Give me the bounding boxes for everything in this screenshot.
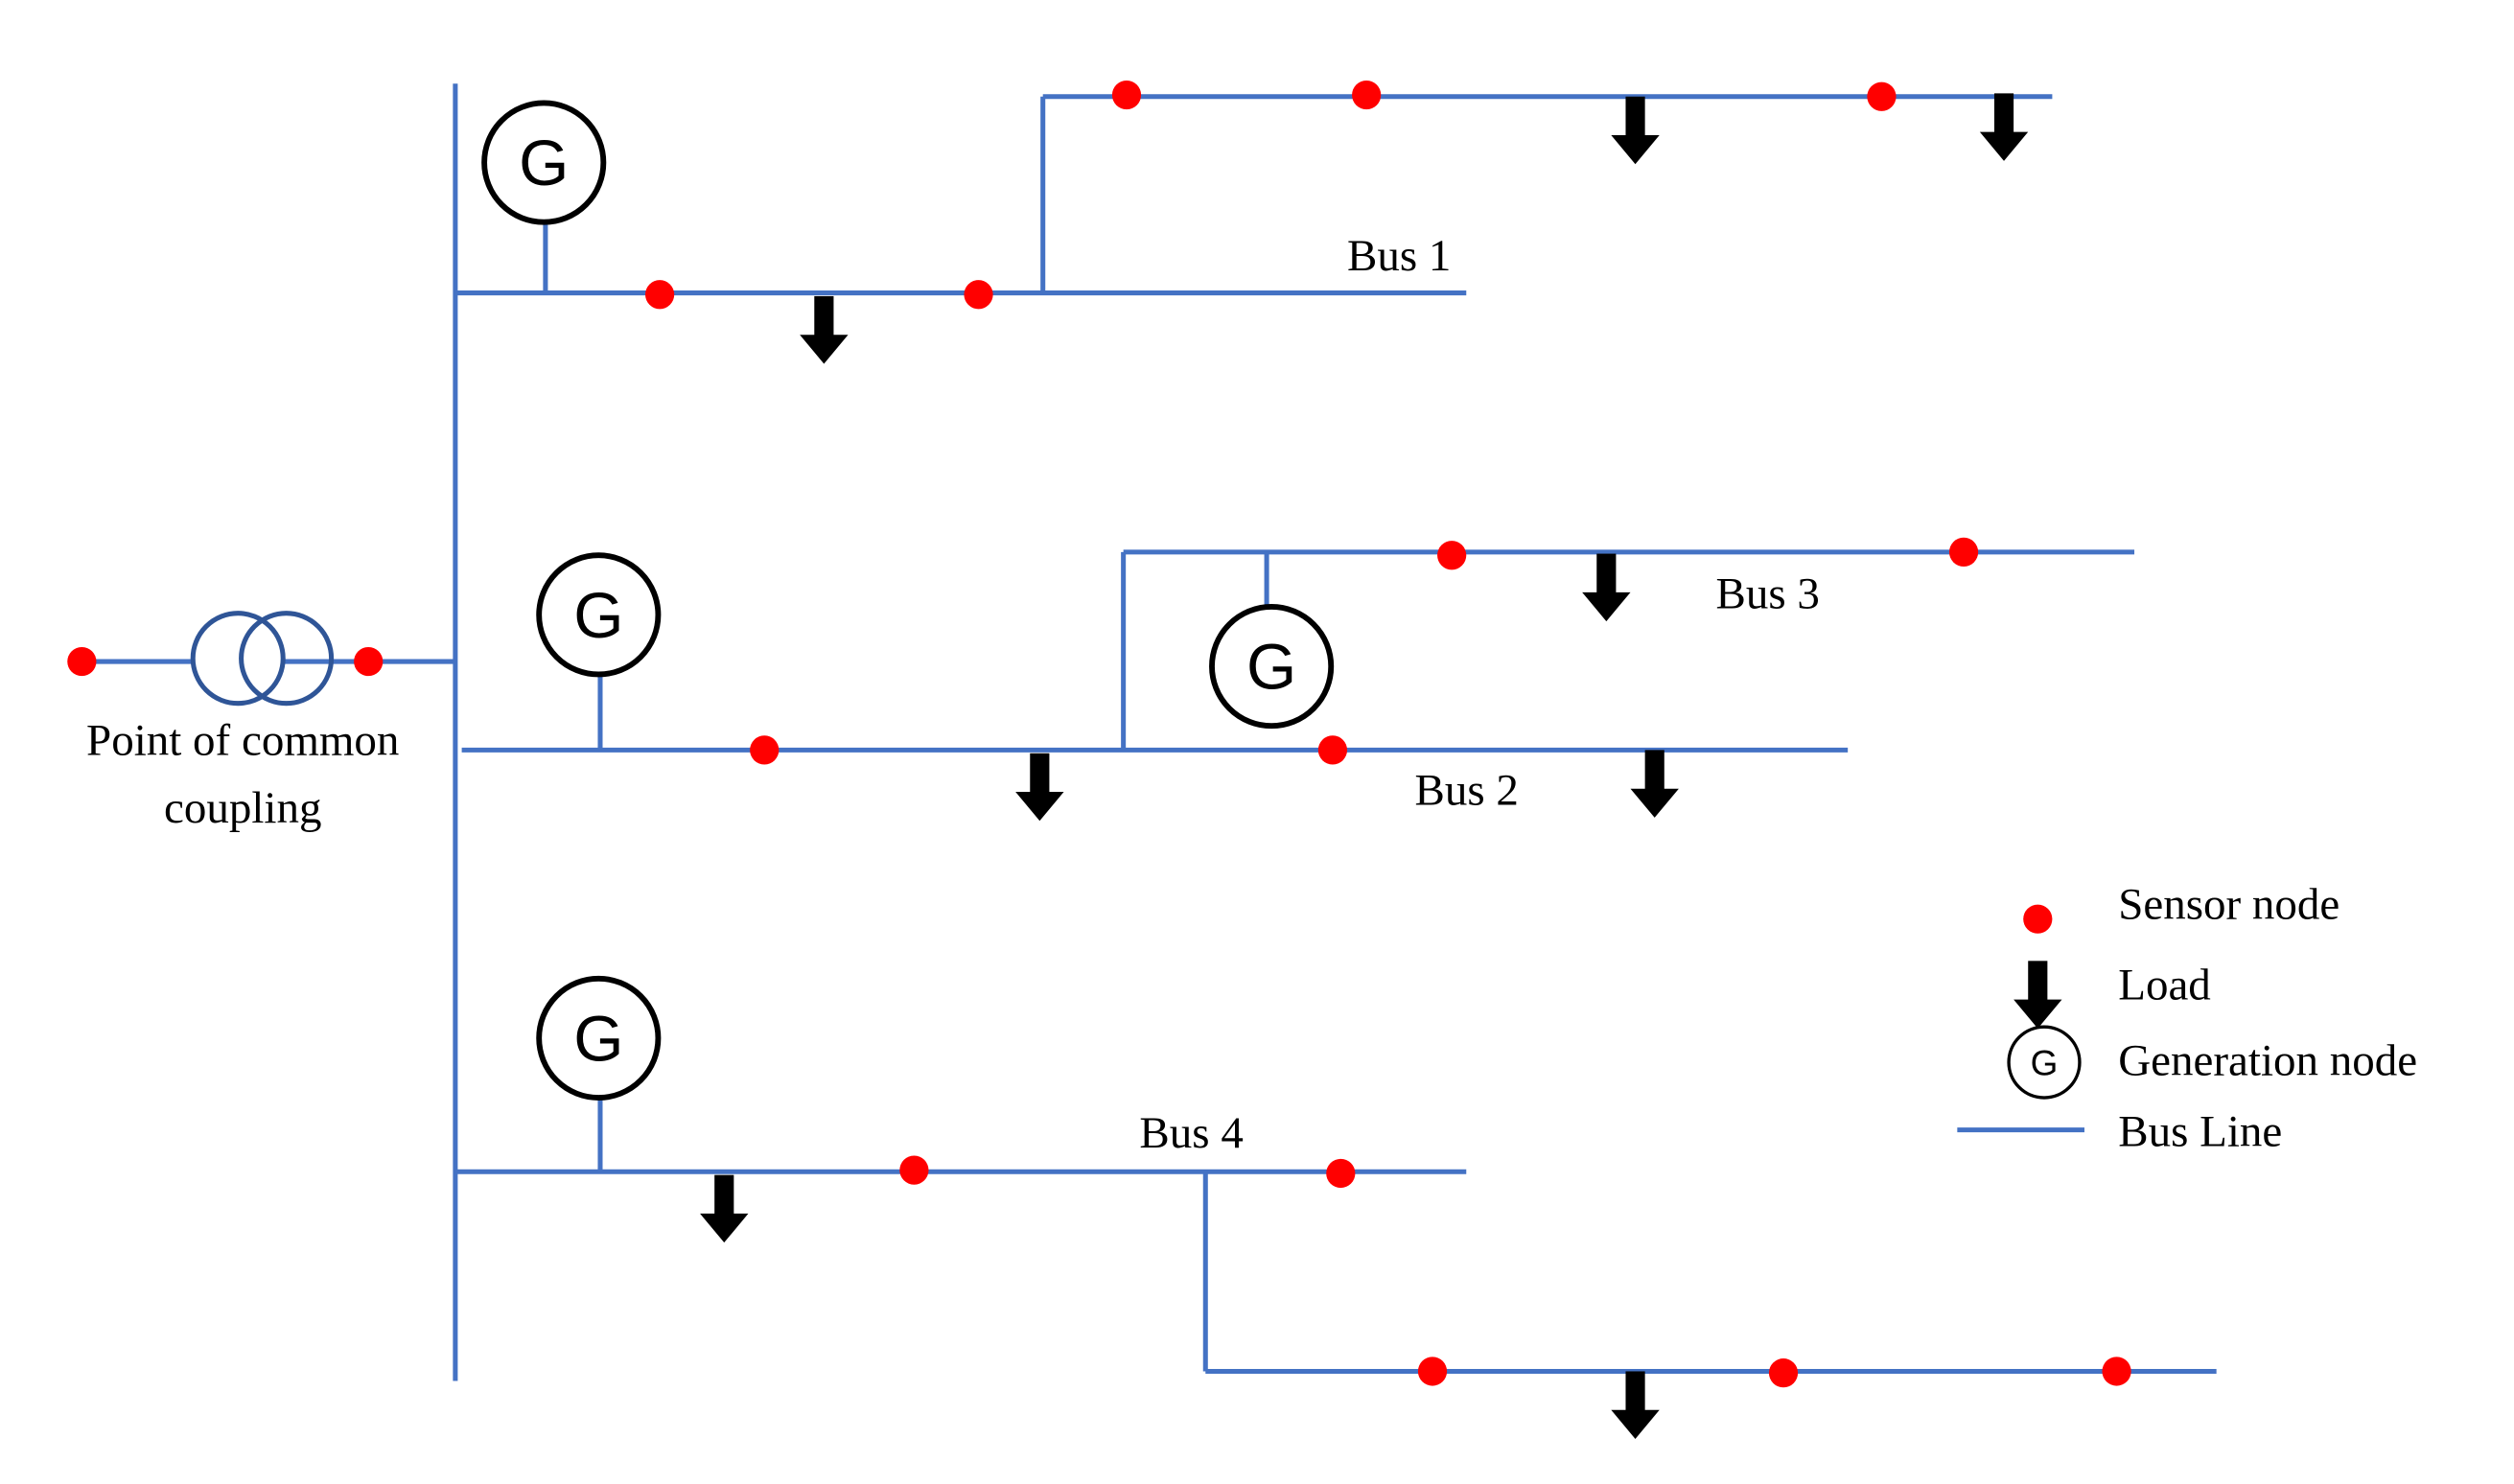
load-arrow-icon [1630,750,1679,818]
legend-label-sensor-node: Sensor node [2118,880,2339,930]
load-arrow-icon [800,295,849,364]
sensor-node [964,280,993,310]
sensor-nodes [67,80,2131,1388]
sensor-node [354,646,384,677]
load-arrow-icon [1611,96,1660,165]
pcc-label-line2: coupling [164,783,321,833]
load-arrow-icon [1611,1371,1660,1439]
sensor-node [2102,1356,2131,1386]
generator-bus3: G [1212,607,1331,726]
sensor-node [1111,80,1142,110]
generator-bus4: G [539,979,658,1098]
sensor-node [1326,1158,1356,1189]
sensor-node [899,1155,929,1185]
sensor-node [1867,81,1897,111]
load-arrow-icon [1015,753,1064,822]
sensor-node [1768,1358,1799,1388]
sensor-node [1317,735,1348,765]
legend-label-bus-line: Bus Line [2118,1106,2282,1156]
bus-lines [81,83,2217,1381]
generator-bus1: G [484,103,603,221]
load-arrow-icon [700,1174,749,1243]
generator-bus1-label: G [519,128,569,199]
legend-label-generation-node: Generation node [2118,1036,2417,1086]
load-arrow-icon [1582,553,1631,622]
bus4-label: Bus 4 [1139,1108,1243,1158]
sensor-node [67,646,97,677]
legend-sensor-node-icon [2023,904,2053,934]
sensor-node [1437,541,1467,570]
sensor-node [644,280,675,310]
generator-bus4-label: G [573,1003,623,1075]
sensor-node [1352,80,1382,110]
bus3-label: Bus 3 [1716,569,1820,619]
pcc-label-line1: Point of common [86,715,399,765]
sensor-node [1417,1356,1448,1386]
generator-bus2-label: G [573,580,623,652]
bus1-label: Bus 1 [1347,231,1451,281]
transformer-icon [190,611,335,707]
generator-bus3-label: G [1246,632,1296,704]
bus2-label: Bus 2 [1415,765,1519,815]
load-arrow-icon [1979,93,2029,161]
legend: G Sensor node Load Generation node Bus L… [2007,880,2417,1156]
sensor-node [1948,537,1979,567]
legend-label-load: Load [2118,961,2211,1010]
legend-load-arrow-icon [2014,961,2062,1029]
sensor-node [750,735,780,765]
legend-generator-icon: G [2007,1025,2082,1100]
legend-generator-icon-label: G [2031,1044,2059,1083]
generator-bus2: G [539,555,658,674]
